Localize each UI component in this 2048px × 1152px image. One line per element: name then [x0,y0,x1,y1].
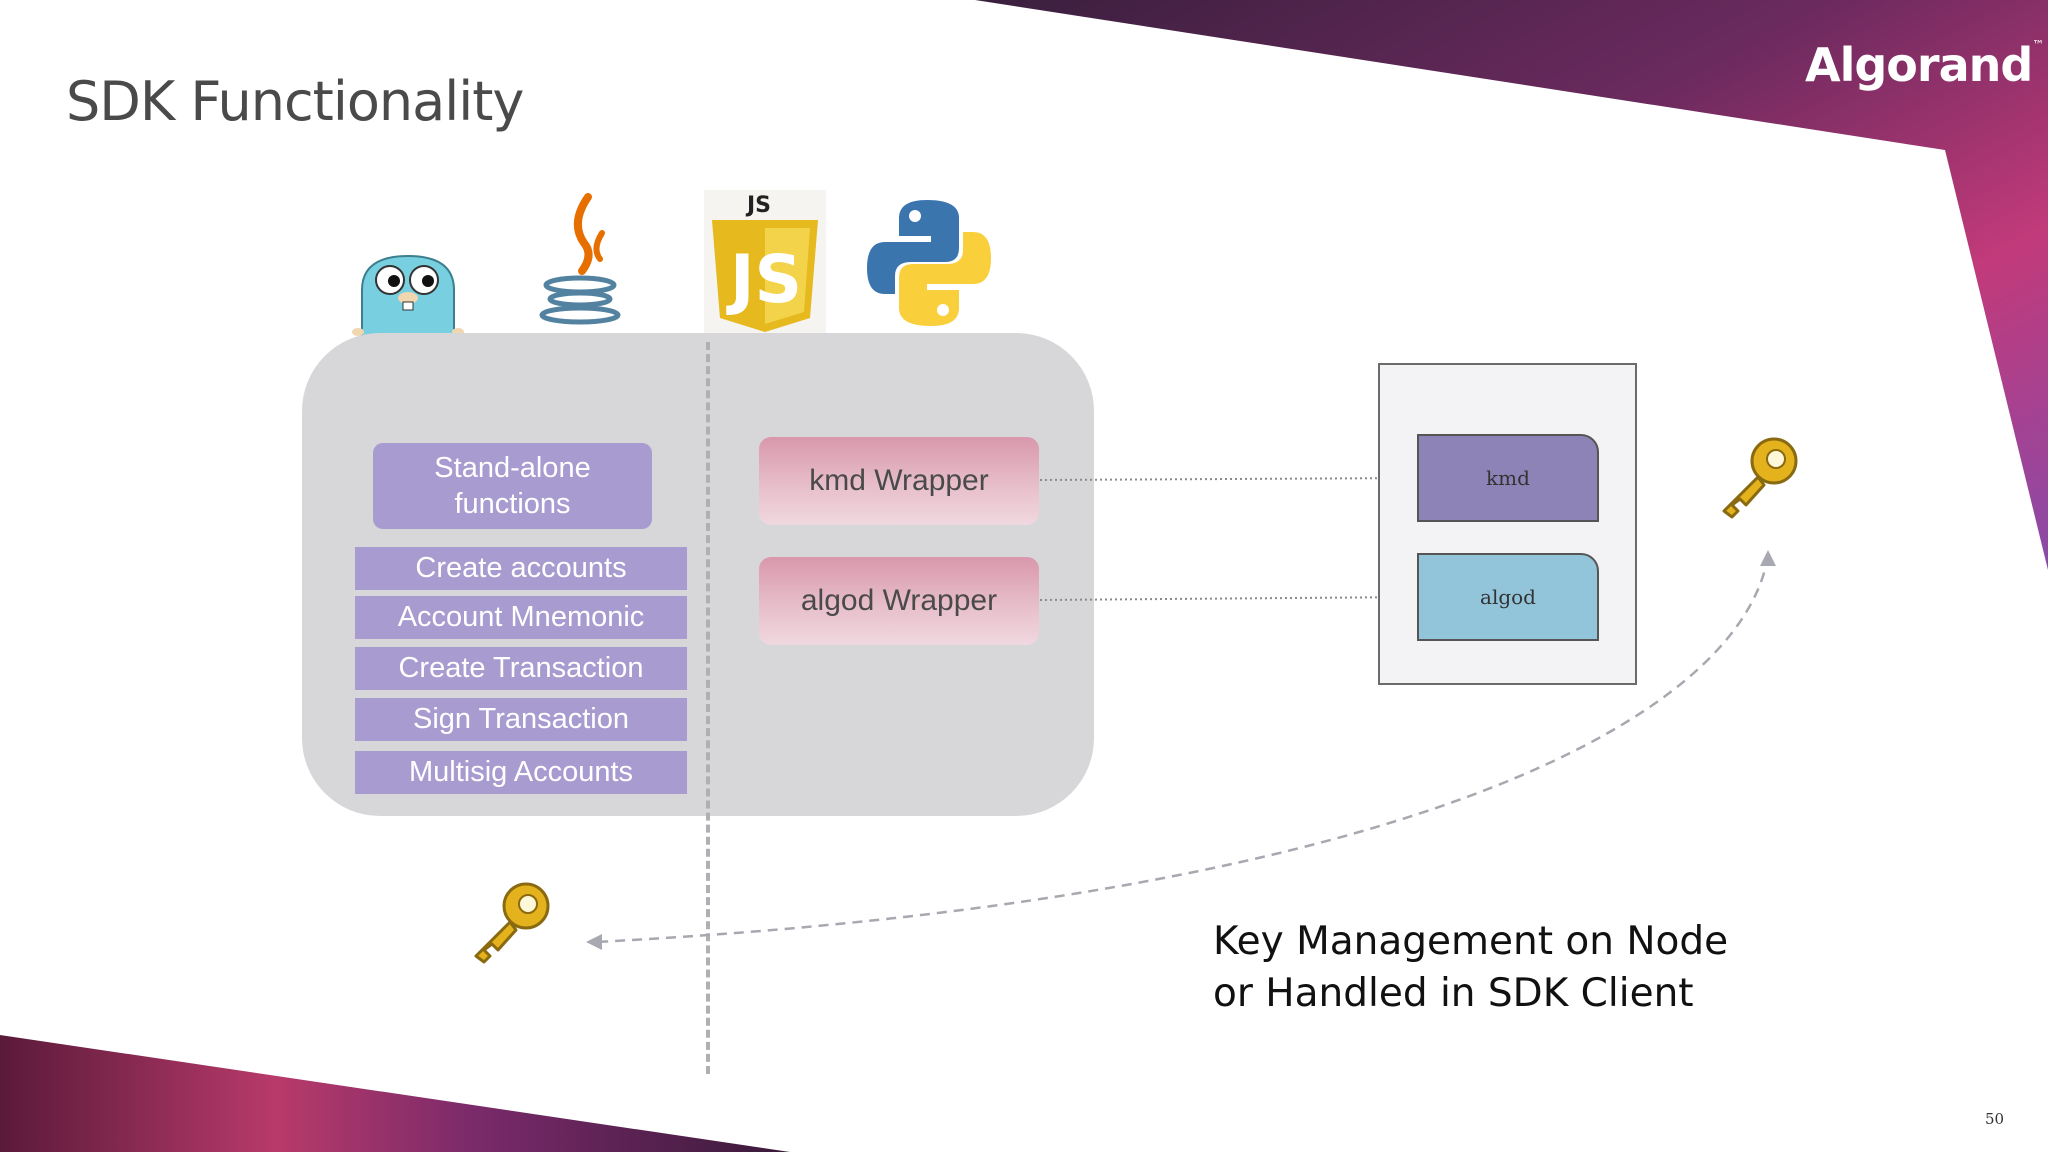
caption-line-1: Key Management on Node [1213,919,1729,964]
function-account-mnemonic: Account Mnemonic [355,596,687,639]
kmd-wrapper: kmd Wrapper [759,437,1039,525]
arrowhead-up [1760,550,1776,566]
js-label: JS [745,193,771,218]
caption-line-2: or Handled in SDK Client [1213,971,1694,1016]
page-number: 50 [1985,1110,2005,1128]
javascript-icon: JS JS [704,190,826,334]
key-icon-client [474,882,550,964]
function-create-accounts: Create accounts [355,547,687,590]
sdk-divider [706,342,710,1074]
kmd-connector [1039,477,1419,481]
key-transfer-arrow [595,555,1770,944]
arrowhead-left [586,934,602,950]
function-multisig-accounts: Multisig Accounts [355,751,687,794]
java-coffee-icon [539,193,621,325]
algod-service: algod [1417,553,1599,641]
python-icon [867,200,991,326]
algorand-logo: Algorand™ [1805,38,2044,92]
standalone-functions-header: Stand-alone functions [373,443,652,529]
function-create-transaction: Create Transaction [355,647,687,690]
key-management-caption: Key Management on Node or Handled in SDK… [1213,916,1728,1020]
algod-connector [1039,596,1419,601]
slide-title: SDK Functionality [66,70,524,133]
function-sign-transaction: Sign Transaction [355,698,687,741]
go-gopher-icon [352,254,464,336]
svg-text:JS: JS [726,241,802,318]
brand-trademark: ™ [2032,38,2044,52]
algod-wrapper: algod Wrapper [759,557,1039,645]
kmd-service: kmd [1417,434,1599,522]
key-icon-node [1722,437,1798,519]
brand-name: Algorand [1805,38,2033,92]
